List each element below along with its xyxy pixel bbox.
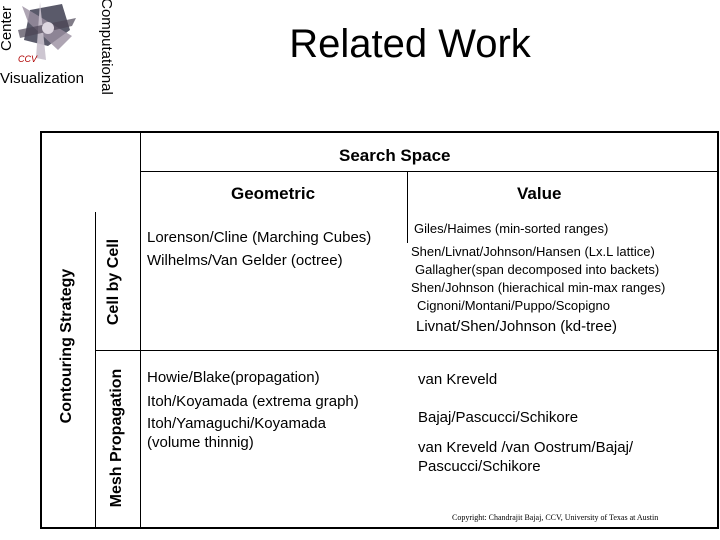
search-space-divider bbox=[140, 171, 719, 172]
table-left-border bbox=[40, 131, 42, 529]
column-header-geometric: Geometric bbox=[231, 184, 316, 203]
row-group-header-contouring-strategy: Contouring Strategy bbox=[58, 268, 75, 424]
list-item: Itoh/Yamaguchi/Koyamada bbox=[147, 415, 326, 432]
list-item: Gallagher(span decomposed into backets) bbox=[415, 262, 660, 277]
search-space-header: Search Space bbox=[339, 146, 451, 165]
list-item: van Kreveld /van Oostrum/Bajaj/ bbox=[418, 439, 634, 456]
column-divider bbox=[407, 171, 408, 243]
mesh-propagation-value-group: van Kreveld /van Oostrum/Bajaj/ Pascucci… bbox=[418, 438, 633, 476]
row-header-cell-by-cell: Cell by Cell bbox=[105, 238, 122, 326]
logo-word-visualization: Visualization bbox=[0, 70, 84, 87]
list-item: Livnat/Shen/Johnson (kd-tree) bbox=[416, 318, 617, 335]
list-item: van Kreveld bbox=[418, 371, 498, 388]
logo-word-center: Center bbox=[0, 5, 16, 52]
list-item: Bajaj/Pascucci/Schikore bbox=[418, 409, 579, 426]
table-top-border bbox=[40, 131, 719, 133]
list-item: Howie/Blake(propagation) bbox=[147, 369, 320, 386]
list-item: Wilhelms/Van Gelder (octree) bbox=[147, 252, 343, 269]
list-item: Giles/Haimes (min-sorted ranges) bbox=[414, 221, 609, 236]
mesh-propagation-geometric: Howie/Blake(propagation) Itoh/Koyamada (… bbox=[147, 366, 359, 452]
logo-word-computational: Computational bbox=[97, 0, 115, 95]
column-header-value: Value bbox=[517, 184, 562, 203]
table-bottom-border bbox=[40, 527, 719, 529]
list-item: (volume thinnig) bbox=[147, 434, 254, 451]
row-label-divider bbox=[140, 131, 141, 529]
list-item: Pascucci/Schikore bbox=[418, 458, 541, 475]
cell-by-cell-geometric: Lorenson/Cline (Marching Cubes) Wilhelms… bbox=[147, 226, 371, 272]
logo-mark-ccv: CCV bbox=[18, 54, 38, 64]
row-header-mesh-propagation: Mesh Propagation bbox=[108, 368, 125, 508]
row-divider bbox=[95, 350, 719, 351]
list-item: Lorenson/Cline (Marching Cubes) bbox=[147, 229, 372, 246]
ccv-logo: Center CCV Visualization Computational bbox=[0, 0, 115, 98]
strategy-divider bbox=[95, 212, 96, 529]
copyright-notice: Copyright: Chandrajit Bajaj, CCV, Univer… bbox=[452, 513, 659, 522]
list-item: Shen/Livnat/Johnson/Hansen (Lx.L lattice… bbox=[411, 244, 655, 259]
list-item: Itoh/Koyamada (extrema graph) bbox=[147, 393, 359, 410]
list-item: Cignoni/Montani/Puppo/Scopigno bbox=[417, 298, 610, 313]
slide-title: Related Work bbox=[289, 22, 531, 66]
logo-graphic bbox=[18, 2, 76, 60]
table-right-border bbox=[717, 131, 719, 529]
list-item: Shen/Johnson (hierachical min-max ranges… bbox=[411, 280, 666, 295]
